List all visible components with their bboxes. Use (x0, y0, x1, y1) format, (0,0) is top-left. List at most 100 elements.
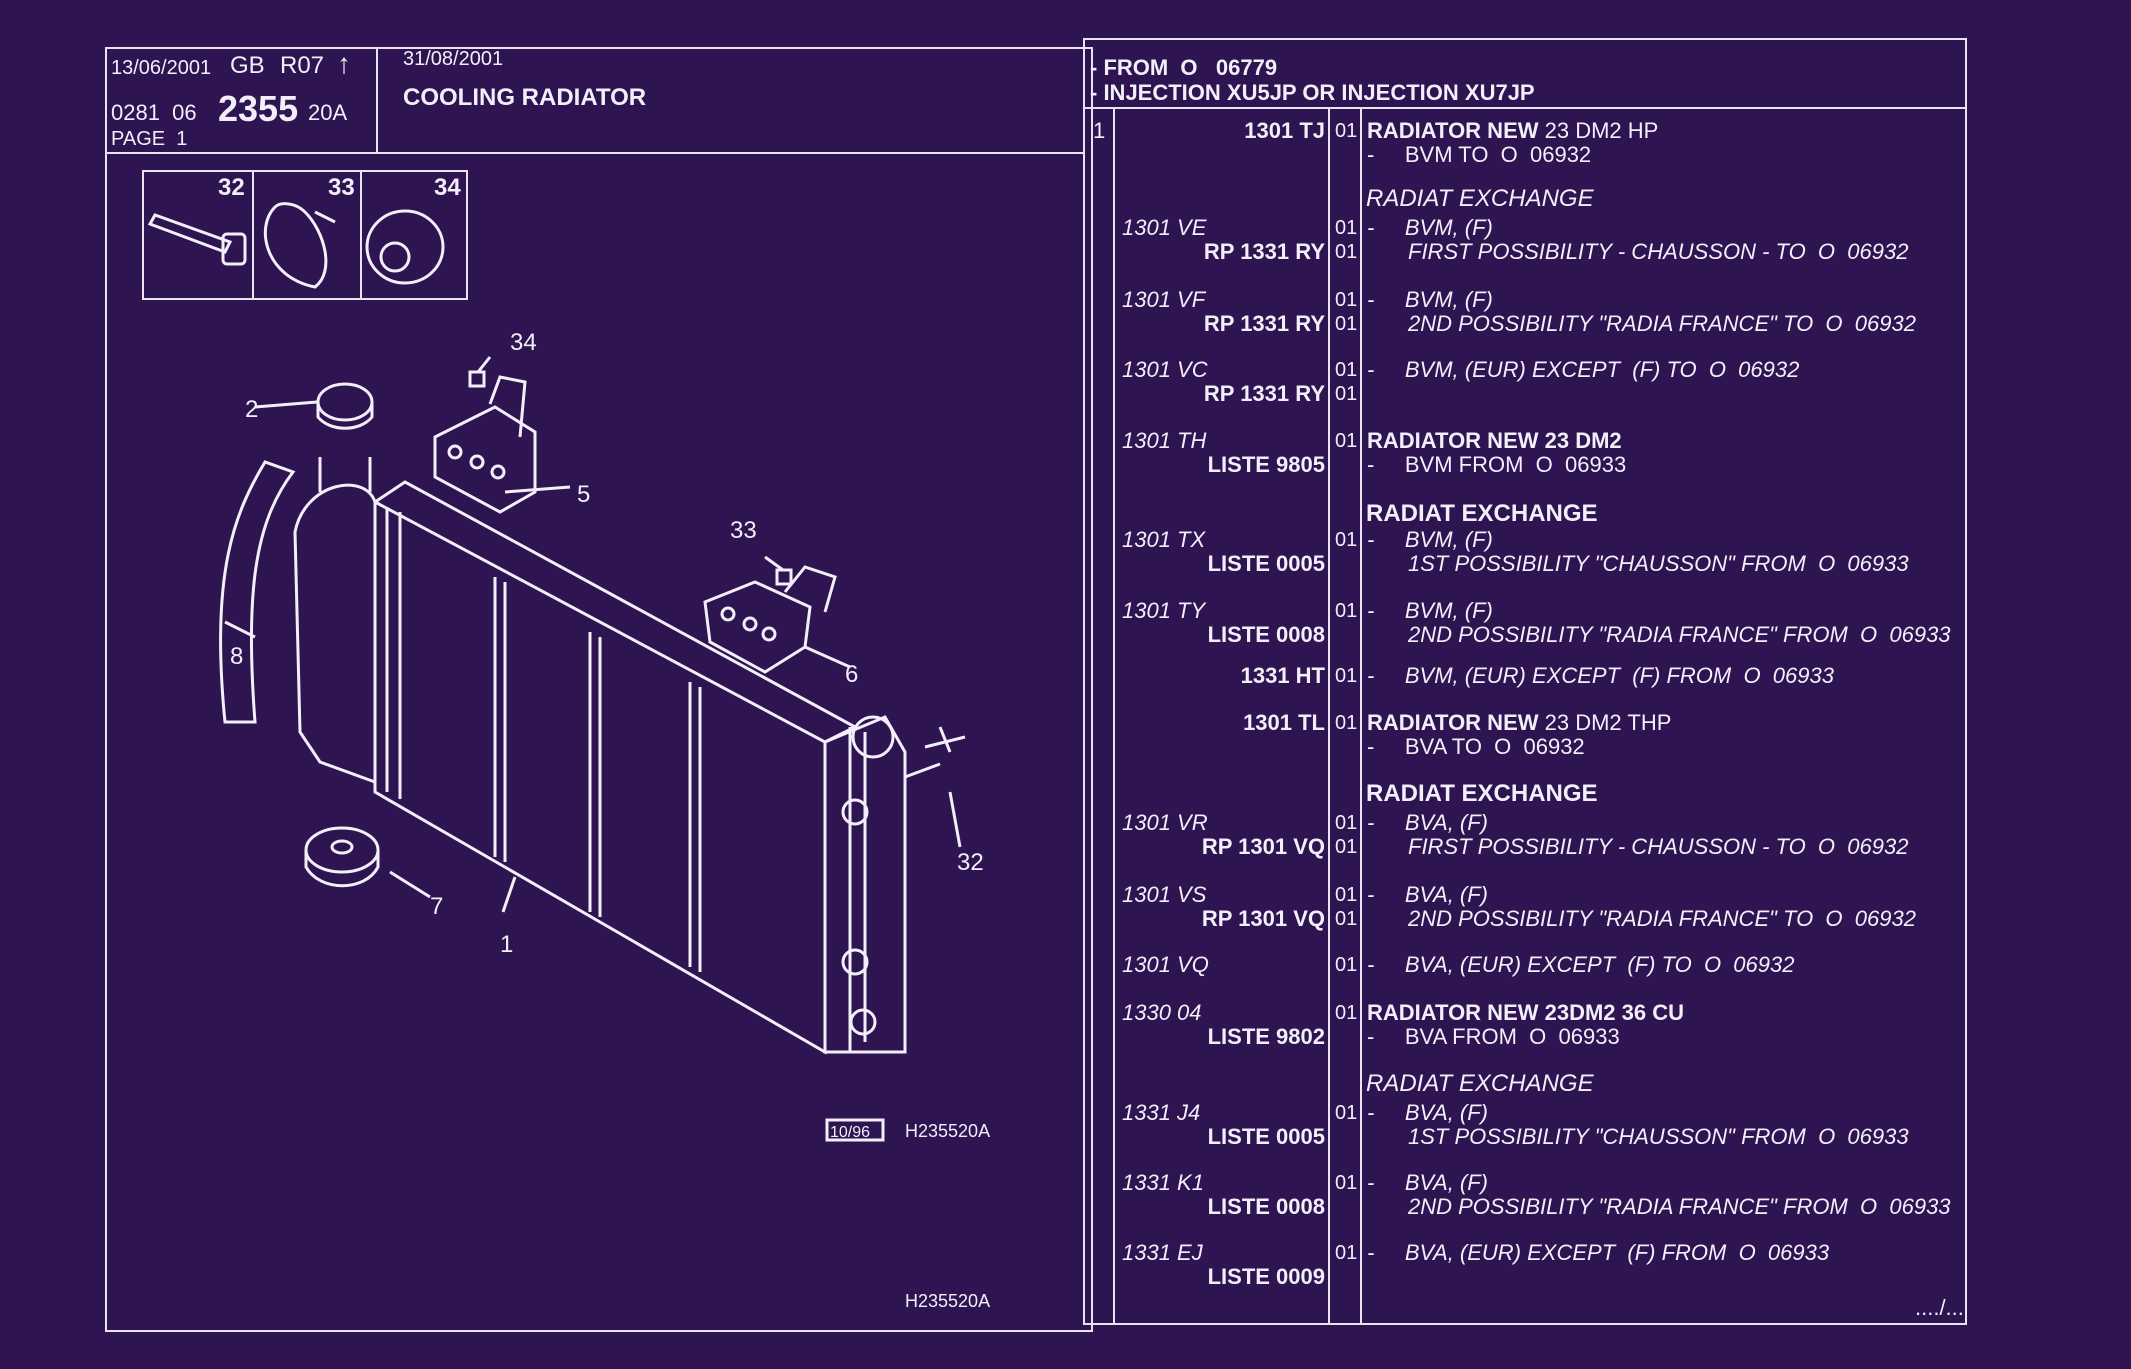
table-item-number: 1 (1093, 118, 1106, 143)
quantity: 01 (1335, 1242, 1358, 1264)
quantity: 01 (1335, 954, 1358, 976)
header-rev: R07 (280, 52, 325, 79)
condition-from: - FROM O 06779 (1090, 55, 1278, 80)
header-page: PAGE 1 (111, 128, 188, 150)
side-tank-part (293, 483, 377, 785)
detail-label-32: 32 (218, 174, 245, 201)
quantity: 01 (1335, 712, 1358, 734)
part-number: 1301 VF (1122, 287, 1206, 312)
description-line-1: - BVA, (F) (1367, 882, 1489, 907)
quantity-2: 01 (1335, 241, 1358, 263)
detail-label-34: 34 (434, 174, 461, 201)
radiator-exploded-diagram: 2 34 5 33 8 6 7 1 32 10/96 H235520A H235… (147, 202, 990, 1311)
right-tank-part (823, 715, 907, 1054)
replacement-ref: RP 1301 VQ (1201, 834, 1325, 859)
quantity: 01 (1335, 529, 1358, 551)
description-line-1: - BVA, (F) (1367, 810, 1489, 835)
header-divider-left (105, 152, 1083, 154)
header-lang: GB (230, 52, 265, 79)
replacement-ref: RP 1331 RY (1203, 381, 1325, 406)
description-line-2: 2ND POSSIBILITY "RADIA FRANCE" TO O 0693… (1408, 311, 1916, 336)
section-heading: RADIAT EXCHANGE (1366, 780, 1598, 807)
description-line-2: 2ND POSSIBILITY "RADIA FRANCE" FROM O 06… (1408, 1194, 1951, 1219)
description-line-1: - BVA, (EUR) EXCEPT (F) FROM O 06933 (1367, 1240, 1830, 1265)
part-number: 1301 VC (1122, 357, 1208, 382)
description-line-1: RADIATOR NEW 23 DM2 THP (1367, 710, 1672, 735)
header-code-prefix: 0281 06 (111, 100, 197, 125)
callout-6: 6 (845, 661, 858, 688)
part-number: 1301 VR (1122, 810, 1208, 835)
description-line-1: RADIATOR NEW 23 DM2 HP (1367, 118, 1659, 143)
quantity: 01 (1335, 884, 1358, 906)
description-line-1: RADIATOR NEW 23 DM2 (1367, 428, 1622, 453)
section-heading: RADIAT EXCHANGE (1366, 185, 1594, 212)
table-continued: ..../... (1915, 1295, 1964, 1320)
description-line-1: - BVM, (F) (1367, 215, 1493, 240)
replacement-ref: RP 1331 RY (1203, 311, 1325, 336)
description-line-2: - BVM TO O 06932 (1367, 142, 1592, 167)
callout-7: 7 (430, 893, 443, 920)
hose-part (219, 460, 296, 724)
replacement-ref: LISTE 0005 (1207, 1124, 1325, 1149)
clip-icon (263, 202, 336, 289)
quantity: 01 (1335, 1172, 1358, 1194)
quantity: 01 (1335, 1102, 1358, 1124)
header-divider-right (1083, 107, 1967, 109)
part-number: 1301 VS (1122, 882, 1207, 907)
description-line-2: 2ND POSSIBILITY "RADIA FRANCE" TO O 0693… (1408, 906, 1916, 931)
header-date2: 31/08/2001 (403, 48, 504, 70)
description-line-2: 2ND POSSIBILITY "RADIA FRANCE" FROM O 06… (1408, 622, 1951, 647)
callout-32: 32 (957, 849, 984, 876)
part-number: 1330 04 (1122, 1000, 1202, 1025)
description-line-2: - BVA FROM O 06933 (1367, 1024, 1620, 1049)
description-line-2: - BVA TO O 06932 (1367, 734, 1585, 759)
quantity: 01 (1335, 812, 1358, 834)
left-panel-frame (105, 47, 1093, 1332)
callout-8: 8 (230, 643, 243, 670)
replacement-ref: LISTE 0008 (1207, 622, 1325, 647)
description-line-1: - BVA, (F) (1367, 1100, 1489, 1125)
replacement-ref: LISTE 9805 (1207, 452, 1325, 477)
table-col-1 (1113, 107, 1115, 1325)
part-number: 1301 TX (1122, 527, 1206, 552)
callout-5: 5 (577, 481, 590, 508)
part-number: 1331 HT (1240, 663, 1325, 688)
replacement-ref: RP 1301 VQ (1201, 906, 1325, 931)
diagram-ref-1: H235520A (905, 1121, 990, 1141)
right-panel-frame (1083, 38, 1967, 1325)
quantity: 01 (1335, 120, 1358, 142)
description-line-1: - BVM, (F) (1367, 287, 1493, 312)
detail-box-sep1 (252, 170, 254, 300)
part-number: 1331 EJ (1122, 1240, 1203, 1265)
quantity: 01 (1335, 1002, 1358, 1024)
part-number: 1301 VQ (1122, 952, 1209, 977)
quantity-2: 01 (1335, 836, 1358, 858)
description-line-2: - BVM FROM O 06933 (1367, 452, 1627, 477)
description-line-2: 1ST POSSIBILITY "CHAUSSON" FROM O 06933 (1408, 551, 1909, 576)
diagram-date-box: 10/96 (830, 1124, 870, 1141)
detail-box-group (142, 170, 468, 300)
detail-label-33: 33 (328, 174, 355, 201)
bolt-icon (147, 213, 247, 266)
description-line-1: - BVM, (EUR) EXCEPT (F) FROM O 06933 (1367, 663, 1834, 688)
description-line-1: - BVA, (EUR) EXCEPT (F) TO O 06932 (1367, 952, 1795, 977)
detail-box-sep2 (360, 170, 362, 300)
bracket-upper-part (433, 405, 537, 514)
quantity: 01 (1335, 600, 1358, 622)
table-col-2 (1328, 107, 1330, 1325)
diagram-ref-2: H235520A (905, 1291, 990, 1311)
quantity-2: 01 (1335, 908, 1358, 930)
description-line-2: FIRST POSSIBILITY - CHAUSSON - TO O 0693… (1408, 239, 1909, 264)
header-code-main: 2355 (218, 88, 299, 129)
filler-cap-part (316, 382, 374, 422)
quantity: 01 (1335, 430, 1358, 452)
grommet-icon (365, 209, 445, 285)
bracket-lower-part (703, 580, 812, 674)
replacement-ref: LISTE 9802 (1207, 1024, 1325, 1049)
replacement-ref: LISTE 0005 (1207, 551, 1325, 576)
description-line-1: - BVM, (EUR) EXCEPT (F) TO O 06932 (1367, 357, 1800, 382)
part-number: 1301 TH (1122, 428, 1207, 453)
condition-injection: - INJECTION XU5JP OR INJECTION XU7JP (1090, 80, 1535, 105)
description-line-2: 1ST POSSIBILITY "CHAUSSON" FROM O 06933 (1408, 1124, 1909, 1149)
section-heading: RADIAT EXCHANGE (1366, 500, 1598, 527)
